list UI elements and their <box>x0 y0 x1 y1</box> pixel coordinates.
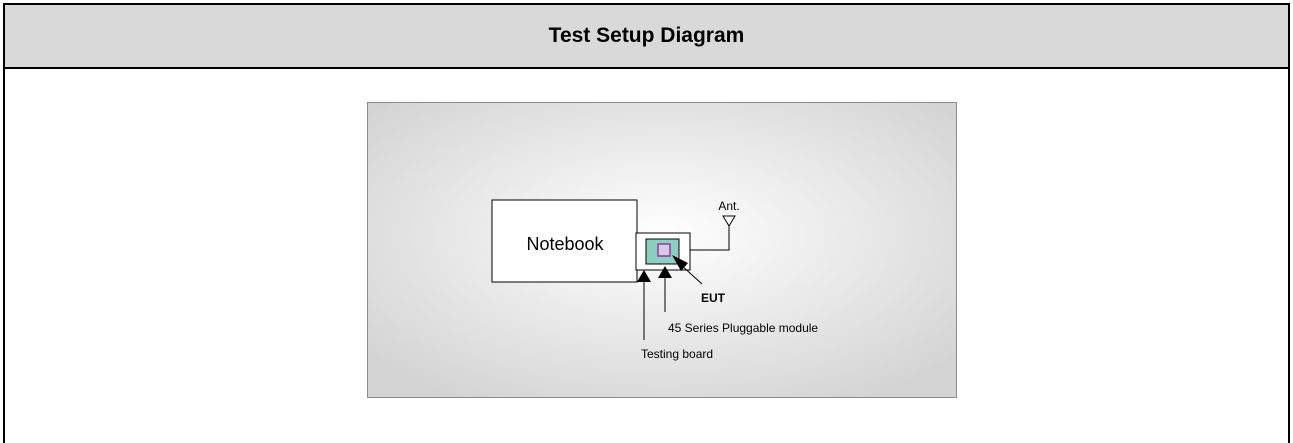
antenna-cable <box>690 226 730 251</box>
module-label: 45 Series Pluggable module <box>668 321 818 335</box>
notebook-box <box>491 199 638 283</box>
test-setup-diagram: Notebook Ant. EUT 45 Series Pluggable mo… <box>367 102 957 398</box>
eut-arrowhead <box>672 255 688 271</box>
board-label: Testing board <box>641 347 713 361</box>
table-frame: Test Setup Diagram Notebook <box>3 3 1290 443</box>
eut-chip <box>657 243 671 257</box>
module-arrowhead <box>658 266 672 278</box>
page-title: Test Setup Diagram <box>548 24 745 47</box>
board-arrowhead <box>637 270 651 282</box>
table-header: Test Setup Diagram <box>5 5 1288 69</box>
antenna-label: Ant. <box>718 199 739 213</box>
antenna-icon <box>722 215 736 227</box>
eut-label: EUT <box>701 291 726 305</box>
notebook-label: Notebook <box>526 234 604 254</box>
